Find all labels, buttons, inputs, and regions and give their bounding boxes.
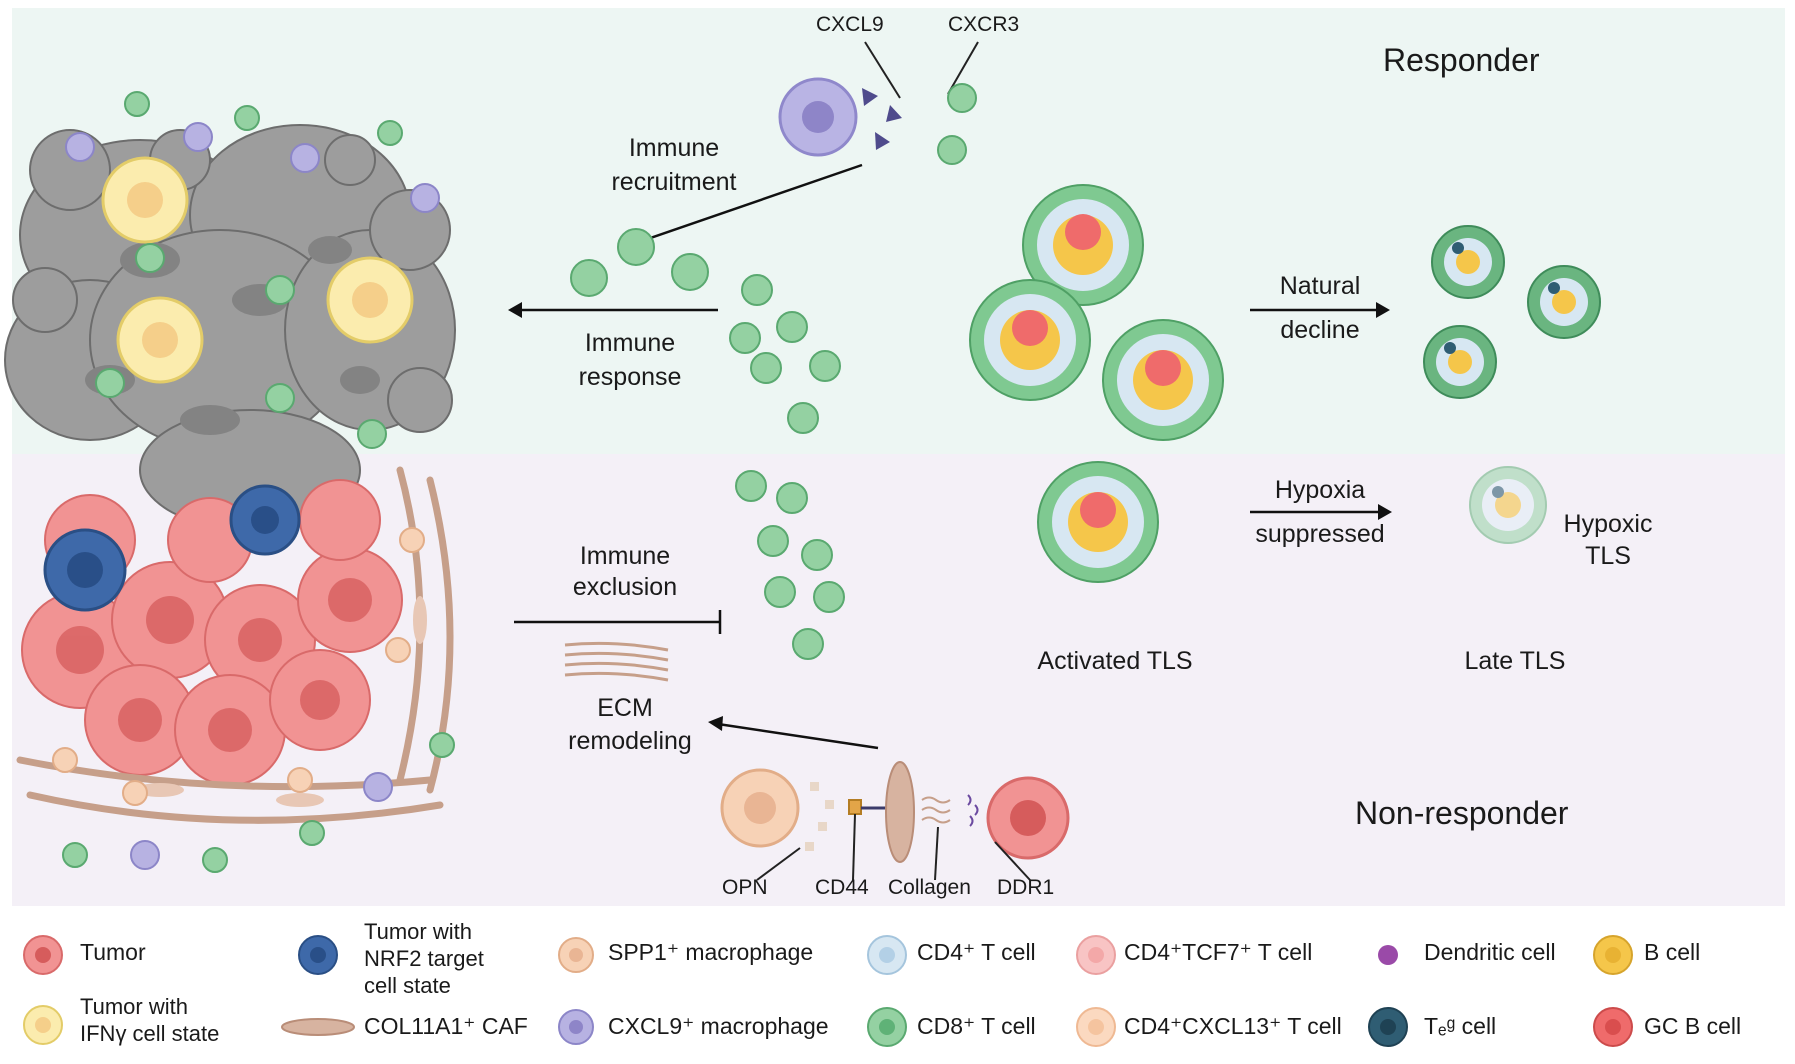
legend-spp1-label: SPP1⁺ macrophage [608,939,814,965]
ddr1-leader-line [994,841,1031,881]
immune-response-label-1: Immune [584,329,676,357]
collagen-strands [921,796,951,824]
collagen-label: Collagen [888,876,971,899]
cxcr3-leader-line [947,41,979,95]
caf-cell [885,761,915,863]
natural-decline-label-1: Natural [1279,272,1361,300]
cxcl9-macrophages-small [65,122,440,870]
cd8-t-cell-group-responder [729,274,841,434]
cxcr3-t-cells [937,83,977,165]
hypoxic-tls-label-1: Hypoxic [1563,510,1653,538]
legend-tumor-label: Tumor [80,939,146,965]
ecm-remodeling-arrow [717,722,879,750]
activated-tls-label: Activated TLS [1037,647,1193,675]
legend-nrf2-label-3: cell state [364,973,451,998]
legend-treg-label: Tₑᵍ cell [1424,1013,1497,1039]
legend-gc-b-cell-label: GC B cell [1644,1013,1742,1039]
responder-label: Responder [1383,42,1540,78]
cd44-leader-line [852,813,856,881]
collagen-leader-line [934,826,939,881]
natural-decline-label-2: decline [1280,316,1360,344]
legend-cd4-tcf7-label: CD4⁺TCF7⁺ T cell [1124,939,1313,965]
ecm-label-1: ECM [597,694,653,722]
legend-ifng-label-2: IFNγ cell state [80,1021,220,1046]
ecm-fibers [564,641,669,682]
recruited-t-cells [570,228,709,297]
late-tls-label: Late TLS [1464,647,1566,675]
cd44-label: CD44 [815,876,869,899]
ddr1-label: DDR1 [997,876,1055,899]
immune-recruitment-label-1: Immune [628,134,720,162]
cd44-receptor [848,799,862,815]
opn-leader-line [756,847,801,881]
hypoxia-label-1: Hypoxia [1274,476,1366,504]
immune-exclusion-label-2: exclusion [572,573,678,601]
non-responder-label: Non-responder [1355,795,1569,831]
legend-cd4-cxcl13-label: CD4⁺CXCL13⁺ T cell [1124,1013,1342,1039]
immune-exclusion-label-1: Immune [579,542,671,570]
legend-cxcl9-label: CXCL9⁺ macrophage [608,1013,829,1039]
spp1-macrophages [52,527,425,806]
spp1-macrophage-large [720,768,800,848]
cxcl9-label: CXCL9 [816,13,884,36]
tls-activated-nonresponder [1037,461,1159,583]
legend-cd4-label: CD4⁺ T cell [917,939,1036,965]
legend-nrf2-label-2: NRF2 target [364,946,484,971]
cxcr3-label: CXCR3 [948,13,1020,36]
cxcl9-leader-line [864,41,901,99]
nrf2-tumor-cells [43,484,301,612]
tls-hypoxic [1469,466,1547,544]
cxcl9-macrophage-large [778,77,858,157]
hypoxic-tls-label-2: TLS [1585,542,1631,570]
immune-recruitment-arrow [629,163,863,247]
ddr1-tumor-cell [986,776,1070,860]
ddr1-receptors [967,794,979,827]
cd8-t-cells-tumor [62,91,455,873]
immune-recruitment-label-2: recruitment [611,168,737,196]
tls-activated-responder [969,184,1224,441]
cxcl9-chemokines [862,88,902,150]
legend-dendritic-label: Dendritic cell [1424,939,1556,965]
hypoxia-label-2: suppressed [1255,520,1385,548]
legend-icons [23,935,1633,1047]
opn-label: OPN [722,876,768,899]
tls-late-responder [1423,225,1601,399]
legend-nrf2-label-1: Tumor with [364,919,472,944]
legend-b-cell-label: B cell [1644,939,1701,965]
legend-cd8-label: CD8⁺ T cell [917,1013,1036,1039]
legend-ifng-label-1: Tumor with [80,994,188,1019]
immune-response-label-2: response [578,363,682,391]
legend-caf-label: COL11A1⁺ CAF [364,1013,528,1039]
ecm-label-2: remodeling [568,727,692,755]
opn-particles [805,782,834,851]
cd8-t-cell-group-nonresponder [735,470,845,660]
